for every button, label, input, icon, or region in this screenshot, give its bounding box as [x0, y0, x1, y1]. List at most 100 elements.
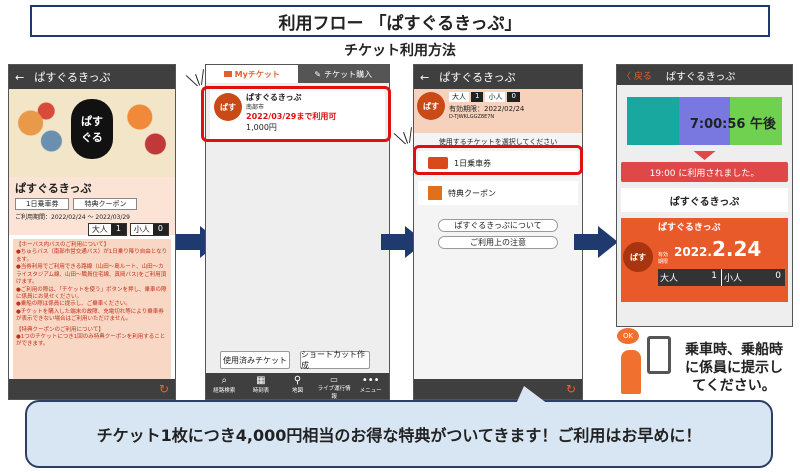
- refresh-icon[interactable]: ↻: [158, 382, 169, 396]
- child-label: 小人: [485, 92, 506, 102]
- child-value: 0: [775, 271, 781, 281]
- bottom-bar: ↻: [9, 379, 175, 399]
- tab-buy-ticket-label: チケット購入: [324, 69, 373, 79]
- timetable-icon: ▦: [256, 375, 266, 386]
- back-arrow-icon[interactable]: ←: [15, 70, 25, 84]
- ticket-title: ぱすぐるきっぷ: [621, 188, 788, 212]
- tab-my-tickets[interactable]: Myチケット: [206, 65, 298, 83]
- refresh-icon[interactable]: ↻: [565, 382, 576, 396]
- ticket-code: D-TJWKLGGZ8E7N: [449, 114, 495, 120]
- nav-route-search[interactable]: ⌕ 経路検索: [206, 373, 243, 399]
- chevron-down-icon: [693, 151, 716, 160]
- nav-live[interactable]: ▭ ライブ運行情報: [316, 373, 353, 399]
- bottom-nav: ⌕ 経路検索 ▦時刻表 ⚲地図 ▭ ライブ運行情報 •••メニュー: [206, 373, 389, 399]
- card-name: ぱすぐるきっぷ: [658, 223, 721, 233]
- nav-label: 経路検索: [213, 388, 236, 394]
- nav-map[interactable]: ⚲地図: [279, 373, 316, 399]
- note-line: ●ご利用の際は、「チケットを使う」ボタンを押し、乗車の際に係員にお見せください。: [16, 286, 167, 300]
- note-line: ●乗船の際は係員に提示し、ご乗車ください。: [16, 301, 131, 308]
- staff-instruction: 乗車時、乗船時に係員に提示してください。: [685, 342, 783, 395]
- ticket-card[interactable]: ぱす ぱすぐるきっぷ 南部市 2022/03/29まで利用可 1,000円: [210, 89, 385, 139]
- clock-color-3: [730, 97, 783, 145]
- flow-subtitle: チケット利用方法: [344, 43, 456, 59]
- clock-time: 7:00:56 午後: [689, 117, 776, 132]
- used-message: 19:00 に利用されました。: [621, 162, 788, 182]
- pasuguru-logo: ぱす: [417, 92, 445, 120]
- benefit-text: チケット1枚につき4,000円相当のお得な特典がついてきます！ご利用はお早めに！: [96, 426, 702, 445]
- ok-bubble: OK: [617, 328, 639, 344]
- seafood-illustration: [15, 99, 67, 159]
- flow-title-text: 利用フロー 「ぱすぐるきっぷ」: [278, 13, 522, 34]
- back-label: 戻る: [633, 71, 652, 82]
- clock-color-2: [678, 97, 731, 145]
- option-day-pass[interactable]: 1日乗車券: [418, 151, 578, 175]
- tag-coupon: 特典クーポン: [73, 198, 138, 210]
- seafood-illustration: [119, 99, 171, 159]
- highlight-day-pass: [413, 145, 583, 175]
- screen-ticket-detail: ←ぱすぐるきっぷ ぱすぐる ぱすぐるきっぷ 1日乗車券 特典クーポン ご利用期間…: [8, 64, 176, 400]
- adult-value: 1: [110, 224, 126, 235]
- live-clock: 7:00:56 午後: [627, 97, 783, 145]
- screen-active-ticket: 〈 戻る ぱすぐるきっぷ 7:00:56 午後 19:00 に利用されました。 …: [616, 64, 793, 327]
- bus-icon: ▭: [330, 375, 338, 384]
- nav-timetable[interactable]: ▦時刻表: [243, 373, 280, 399]
- phone-hand-icon: [647, 336, 671, 374]
- gift-icon: [428, 186, 442, 200]
- note-line: ●チケットを購入した端末の故障、充電切れ等により乗車券が表示できない場合はご利用…: [16, 308, 164, 323]
- notes-button[interactable]: ご利用上の注意: [438, 236, 558, 249]
- nav-label: ライブ運行情報: [317, 386, 351, 400]
- ticket-name: ぱすぐるきっぷ: [15, 182, 92, 195]
- option-label: 特典クーポン: [448, 188, 496, 198]
- create-shortcut-button[interactable]: ショートカット作成: [300, 350, 370, 370]
- select-prompt: 使用するチケットを選択してください: [438, 138, 558, 146]
- back-arrow-icon[interactable]: ←: [420, 70, 430, 84]
- app-bar: ← ぱすぐるきっぷ: [414, 65, 582, 89]
- benefit-callout: チケット1枚につき4,000円相当のお得な特典がついてきます！ご利用はお早めに！: [25, 400, 773, 468]
- clock-color-1: [627, 97, 679, 145]
- child-value: 0: [152, 224, 168, 235]
- note-line: 【ホーバス内バスのご利用について】: [16, 242, 110, 248]
- bus-icon: [428, 157, 448, 169]
- search-icon: ⌕: [221, 375, 228, 386]
- app-bar: 〈 戻る ぱすぐるきっぷ: [617, 65, 792, 85]
- ticket-expiry: 2022/03/29まで利用可: [246, 111, 337, 121]
- child-label: 小人: [724, 274, 743, 284]
- more-icon: •••: [361, 375, 380, 386]
- tab-buy-ticket[interactable]: ✎チケット購入: [297, 65, 389, 83]
- app-title: ぱすぐるきっぷ: [439, 71, 516, 84]
- staff-illustration: OK: [617, 328, 677, 398]
- adult-label: 大人: [88, 224, 111, 235]
- ticket-hero-image: ぱすぐる: [9, 89, 175, 177]
- pasuguru-logo: ぱす: [214, 93, 242, 121]
- option-label: 1日乗車券: [454, 158, 492, 168]
- option-coupon[interactable]: 特典クーポン: [418, 181, 578, 205]
- used-tickets-button[interactable]: 使用済みチケット: [220, 351, 290, 369]
- about-button[interactable]: ぱすぐるきっぷについて: [438, 219, 558, 232]
- tag-icon: ✎: [314, 69, 322, 79]
- nav-label: 地図: [291, 388, 303, 394]
- highlight-ticket-card: [201, 86, 391, 142]
- app-bar: ← ぱすぐるきっぷ: [9, 65, 175, 89]
- ticket-area: 南部市: [246, 103, 265, 111]
- bottom-bar: ↻: [414, 379, 582, 399]
- adult-label: 大人: [449, 92, 469, 102]
- child-label: 小人: [130, 224, 153, 235]
- nav-menu[interactable]: •••メニュー: [352, 373, 389, 399]
- flow-title: 利用フロー 「ぱすぐるきっぷ」: [30, 5, 770, 37]
- note-line: 【特典クーポンのご利用について】: [16, 326, 104, 333]
- note-line: ●当券利用でご利用できる路線（山田～島ルート、山田～カライスタジアム線、山田～職…: [16, 264, 167, 286]
- validity-period: ご利用期間：2022/02/24 ～ 2022/03/29: [15, 214, 130, 221]
- ok-text: OK: [622, 332, 634, 340]
- usage-notes: 【ホーバス内バスのご利用について】 ●ちゅらバス（南部市営交通バス）が1日乗り降…: [13, 239, 171, 385]
- back-button[interactable]: 〈 戻る: [622, 71, 652, 82]
- pasuguru-logo: ぱすぐる: [71, 99, 113, 159]
- valid-label: 有効期限: [658, 252, 669, 265]
- app-title: ぱすぐるきっぷ: [34, 71, 111, 84]
- date-prefix: 2022.: [674, 245, 712, 259]
- adult-value: 1: [707, 269, 722, 286]
